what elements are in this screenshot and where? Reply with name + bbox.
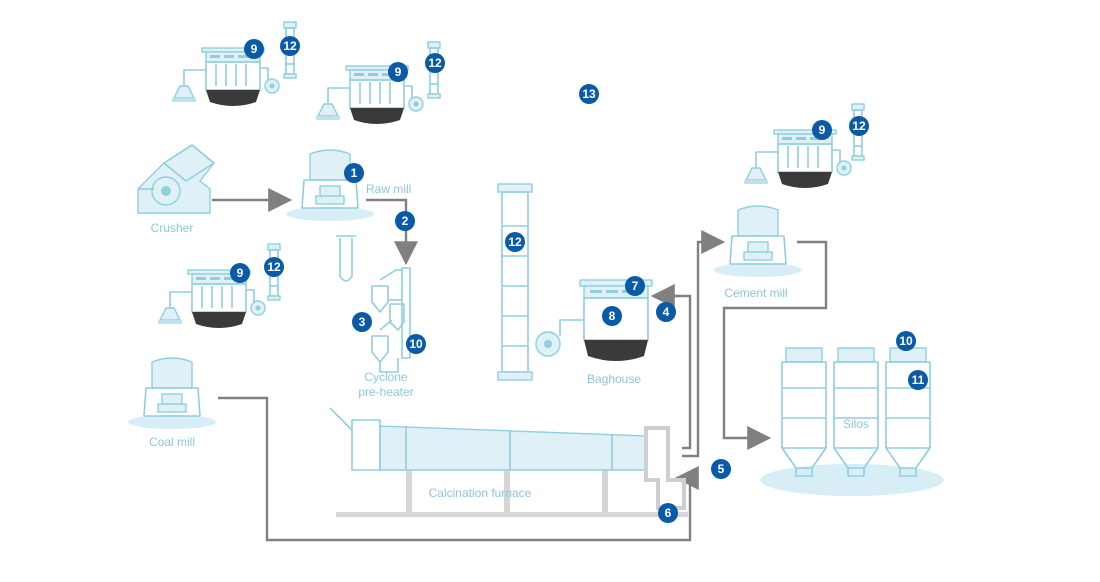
svg-text:9: 9	[819, 123, 826, 137]
badge-cyclone-10: 10	[406, 334, 426, 354]
coal-mill	[127, 357, 217, 430]
svg-text:10: 10	[409, 337, 423, 351]
label-baghouse: Baghouse	[587, 372, 641, 386]
badge-filter-coalmill: 9	[230, 263, 250, 283]
calcination-furnace	[329, 407, 688, 517]
svg-text:9: 9	[251, 42, 258, 56]
svg-text:11: 11	[912, 373, 925, 387]
silos	[760, 347, 944, 496]
svg-text:9: 9	[395, 65, 402, 79]
badge-filter-cementmill: 9	[812, 120, 832, 140]
badge-stack-cementmill: 12	[849, 116, 869, 136]
svg-text:13: 13	[582, 87, 596, 101]
raw-mill	[285, 149, 375, 222]
badge-kiln-exit-5: 5	[711, 459, 731, 479]
label-silos: Silos	[843, 417, 869, 431]
svg-text:10: 10	[899, 334, 913, 348]
svg-text:7: 7	[632, 279, 639, 293]
badge-silo-11: 11	[908, 370, 928, 390]
flow-rawmill-to-preheater	[366, 198, 418, 266]
badge-filter-crusher: 9	[244, 39, 264, 59]
badge-baghouse-in-4: 4	[656, 302, 676, 322]
label-furnace: Calcination furnace	[429, 486, 532, 500]
badge-filter-rawmill: 9	[388, 62, 408, 82]
filter-unit-cementmill	[742, 128, 853, 190]
label-raw-mill: Raw mill	[366, 182, 411, 196]
flow-lines	[212, 188, 828, 542]
svg-text:5: 5	[718, 462, 725, 476]
badge-baghouse-8: 8	[602, 306, 622, 326]
filter-unit-crusher	[170, 46, 281, 108]
badge-baghouse-7: 7	[625, 276, 645, 296]
flow-kiln-to-cementmill	[682, 230, 726, 458]
label-cement-mill: Cement mill	[724, 286, 787, 300]
cyclone-preheater	[336, 235, 411, 373]
svg-text:12: 12	[428, 56, 442, 70]
flow-cementmill-to-silos	[722, 240, 828, 450]
badge-stack-main: 12	[505, 232, 525, 252]
label-crusher: Crusher	[151, 221, 194, 235]
label-cyclone: Cyclone	[364, 370, 408, 384]
svg-text:9: 9	[237, 266, 244, 280]
svg-text:1: 1	[351, 166, 358, 180]
svg-text:6: 6	[665, 506, 672, 520]
svg-text:8: 8	[609, 309, 616, 323]
label-preheater: pre-heater	[358, 385, 413, 399]
svg-text:2: 2	[402, 214, 409, 228]
svg-text:12: 12	[508, 235, 522, 249]
badge-plant-13: 13	[579, 84, 599, 104]
badge-stack-rawmill: 12	[425, 53, 445, 73]
flow-kiln-to-baghouse	[650, 284, 692, 450]
svg-text:12: 12	[283, 39, 297, 53]
svg-text:12: 12	[267, 260, 281, 274]
badge-cyclone-3: 3	[352, 312, 372, 332]
crusher	[137, 144, 215, 214]
filter-unit-coalmill	[156, 268, 267, 330]
badge-coal-feed-6: 6	[658, 503, 678, 523]
svg-text:12: 12	[852, 119, 866, 133]
badge-silo-10: 10	[896, 331, 916, 351]
badge-raw-mill: 1	[344, 163, 364, 183]
main-stack	[497, 183, 533, 381]
svg-text:4: 4	[663, 305, 670, 319]
number-badges: 1 2 3 4 5 6 7 8 9 9 9 9 10 10 11 12 12 1…	[230, 36, 928, 523]
badge-stack-coalmill: 12	[264, 257, 284, 277]
cement-mill	[713, 205, 803, 278]
svg-text:3: 3	[359, 315, 366, 329]
badge-stack-crusher: 12	[280, 36, 300, 56]
badge-flow-2: 2	[395, 211, 415, 231]
flow-coalmill-to-kiln	[218, 396, 699, 542]
label-coal-mill: Coal mill	[149, 435, 195, 449]
